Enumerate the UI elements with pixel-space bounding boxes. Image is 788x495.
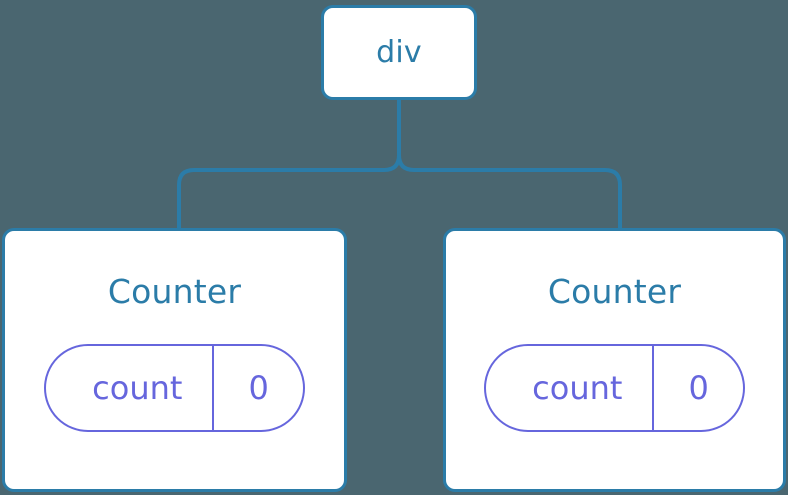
connector-branch-left xyxy=(177,153,401,232)
node-div[interactable]: div xyxy=(321,5,477,100)
state-key-right: count xyxy=(532,369,623,407)
node-counter-right-label: Counter xyxy=(547,272,682,311)
state-pill-left[interactable]: count 0 xyxy=(44,344,305,432)
node-div-label: div xyxy=(376,34,422,70)
node-counter-left[interactable]: Counter count 0 xyxy=(2,228,347,492)
connector-branch-right xyxy=(397,153,622,232)
state-pill-right[interactable]: count 0 xyxy=(484,344,745,432)
state-key-left: count xyxy=(92,369,183,407)
state-value-right: 0 xyxy=(652,346,742,430)
state-value-left: 0 xyxy=(212,346,302,430)
node-counter-right[interactable]: Counter count 0 xyxy=(443,228,786,492)
node-counter-left-label: Counter xyxy=(107,272,242,311)
